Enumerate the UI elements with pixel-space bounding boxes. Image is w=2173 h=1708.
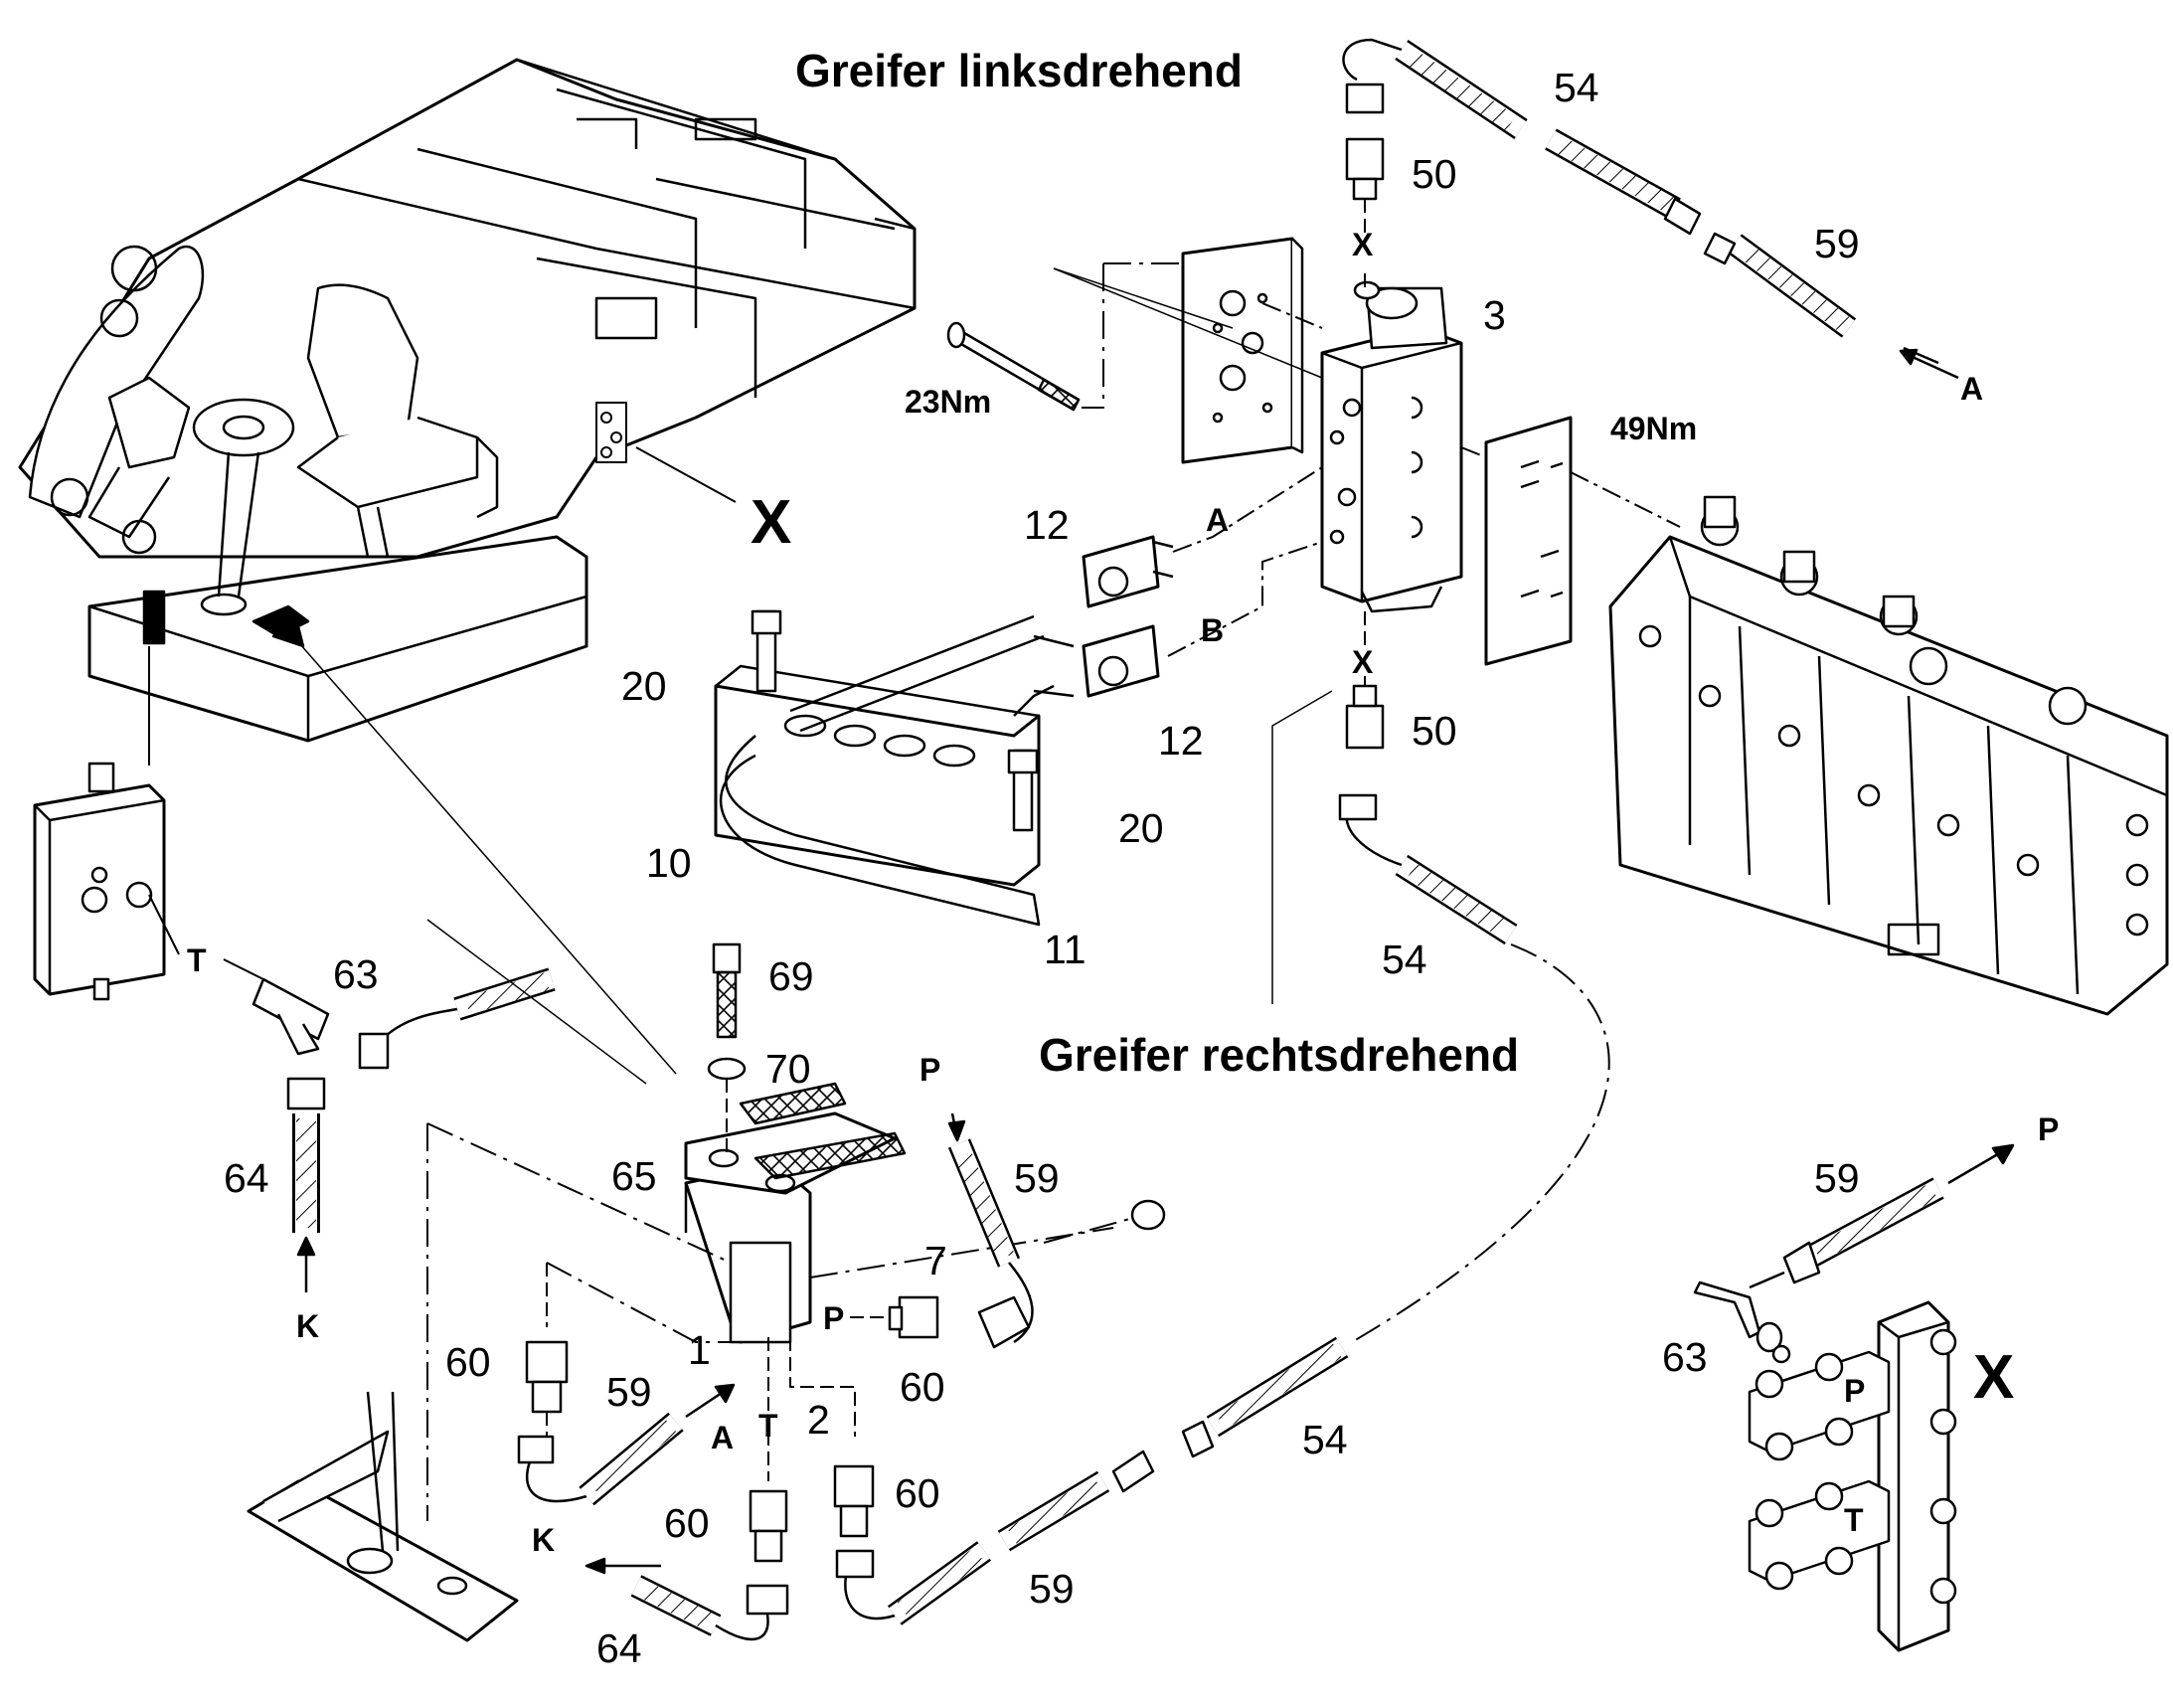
- title-grab-right-rotating: Greifer rechtsdrehend: [1039, 1029, 1520, 1081]
- part-63-right: 63: [1662, 1334, 1708, 1380]
- manifold-block: [1750, 1302, 1955, 1650]
- pipe-bracket-assembly: [716, 611, 1054, 925]
- title-leader-left: [1054, 268, 1233, 328]
- hose-59-top: [1705, 234, 1849, 328]
- part-59-bottom: 59: [1029, 1566, 1075, 1612]
- fitting-50-top: [1347, 139, 1383, 199]
- part-60-bottom-right: 60: [895, 1470, 940, 1516]
- part-70: 70: [765, 1046, 811, 1092]
- tee-fitting-63-left: [253, 979, 328, 1054]
- arrow-label-k-left: K: [296, 1308, 320, 1344]
- flange-upper: [1084, 537, 1158, 606]
- hose-59-pedal: [959, 1143, 1033, 1347]
- arrow-label-a-bottom: A: [711, 1420, 735, 1455]
- washer-70: [709, 1059, 745, 1079]
- intermediate-plate-left: [1183, 239, 1302, 462]
- fitting-50-bottom: [1347, 686, 1383, 748]
- part-11: 11: [1044, 927, 1086, 972]
- part-64-bottom: 64: [596, 1625, 642, 1671]
- hose-59-bottom: [837, 1452, 1153, 1619]
- pedal-valve-65: [686, 1084, 905, 1342]
- port-x-bottom: X: [1352, 644, 1374, 680]
- arrow-label-p-right: P: [2038, 1111, 2060, 1147]
- port-t-left: T: [187, 942, 207, 978]
- cap-plug: [1132, 1201, 1164, 1229]
- part-69: 69: [768, 953, 814, 999]
- part-1: 1: [688, 1327, 711, 1373]
- detail-marker-manifold: X: [1973, 1343, 2015, 1412]
- port-p-pedal: P: [823, 1300, 845, 1336]
- part-20-left: 20: [621, 663, 667, 709]
- torque-label-flange: 49Nm: [1610, 411, 1698, 446]
- part-10: 10: [646, 840, 692, 886]
- part-54-bottom: 54: [1302, 1417, 1348, 1462]
- port-a-line: A: [1206, 502, 1230, 538]
- part-60-bottom: 60: [664, 1500, 710, 1546]
- arrow-label-k-bottom: K: [532, 1522, 556, 1558]
- part-65: 65: [611, 1153, 657, 1199]
- detail-marker-cab: X: [751, 488, 792, 557]
- torque-label-bolt: 23Nm: [905, 384, 992, 420]
- part-54-mid: 54: [1382, 937, 1427, 982]
- arrow-label-a-top: A: [1960, 371, 1984, 407]
- part-3: 3: [1483, 292, 1506, 338]
- hose-64-left: [288, 1079, 324, 1233]
- cab-frame-assembly: [20, 60, 915, 741]
- fitting-60-left: [527, 1342, 567, 1412]
- part-64-left: 64: [224, 1155, 269, 1201]
- part-12-top: 12: [1024, 502, 1070, 548]
- hose-54-top: [1343, 40, 1700, 234]
- hose-route-line: [1352, 944, 1609, 1342]
- part-63-left: 63: [333, 951, 379, 997]
- part-54-top: 54: [1554, 65, 1599, 110]
- hose-64-bottom: [636, 1586, 768, 1639]
- hose-59-bottom-left: [519, 1422, 676, 1501]
- part-2: 2: [807, 1397, 830, 1443]
- title-grab-left-rotating: Greifer linksdrehend: [795, 45, 1243, 96]
- port-b-line: B: [1201, 612, 1225, 648]
- hose-54-bottom: [1183, 1347, 1342, 1456]
- part-60-pedal: 60: [900, 1364, 945, 1410]
- hose-63-left: [360, 979, 552, 1068]
- part-7: 7: [924, 1238, 947, 1283]
- title-leader-right: [1272, 691, 1332, 1004]
- left-tank-valve: [35, 764, 164, 999]
- port-x-top: X: [1352, 227, 1374, 262]
- fitting-60-pedal: [890, 1297, 937, 1337]
- part-59-bottom-left: 59: [606, 1369, 652, 1415]
- part-20-right: 20: [1118, 805, 1164, 851]
- part-60-left: 60: [445, 1339, 491, 1385]
- mounting-bolt: [948, 323, 1079, 410]
- bolt-leader: [1082, 263, 1103, 408]
- intermediate-plate-right: [1486, 418, 1571, 664]
- port-t-bottom: T: [758, 1408, 778, 1444]
- screw-69: [714, 944, 740, 1037]
- fitting-60-bottom: [748, 1491, 787, 1614]
- part-59-top: 59: [1814, 221, 1860, 266]
- part-59-pedal: 59: [1014, 1155, 1060, 1201]
- pedal-base-plate: [249, 1392, 517, 1640]
- part-50-top: 50: [1412, 151, 1457, 197]
- manifold-port-t: T: [1844, 1502, 1864, 1538]
- part-50-bottom: 50: [1412, 708, 1457, 754]
- arrow-label-p-top: P: [919, 1052, 941, 1088]
- hose-59-right: [1784, 1188, 1938, 1282]
- fitting-60-bottom-right: [835, 1466, 873, 1536]
- part-12-bottom: 12: [1158, 718, 1204, 764]
- manifold-port-p: P: [1844, 1373, 1866, 1409]
- main-control-valve-block: [1610, 497, 2167, 1014]
- flange-lower: [1084, 626, 1158, 696]
- part-59-right: 59: [1814, 1155, 1860, 1201]
- tee-fitting-63-right: [1695, 1282, 1789, 1362]
- hose-54-mid: [1340, 795, 1511, 935]
- grab-rotation-valve: [1322, 282, 1461, 611]
